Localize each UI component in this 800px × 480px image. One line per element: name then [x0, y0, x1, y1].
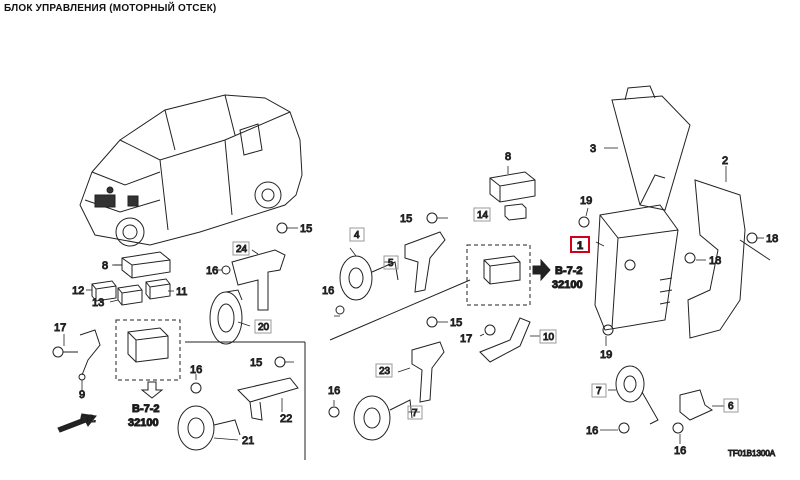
bolt-15-lower: [274, 356, 286, 368]
ref-part-left[interactable]: 32100: [128, 417, 160, 430]
divider-center: [329, 279, 471, 341]
callout-5[interactable]: 5: [388, 258, 395, 270]
callout-24[interactable]: 24: [236, 244, 249, 256]
bolt-19-upper: [578, 216, 590, 228]
boxed-callouts: [232, 207, 739, 420]
horn-7-upper: [339, 255, 399, 301]
callout-14[interactable]: 14: [477, 210, 490, 222]
bracket-5: [404, 231, 446, 293]
nut-16-center: [335, 305, 345, 315]
callout-15-center[interactable]: 15: [400, 213, 413, 226]
callout-16-left[interactable]: 16: [206, 265, 219, 278]
nut-16-lower: [190, 382, 202, 394]
callout-16-center-lower[interactable]: 16: [328, 385, 341, 398]
selected-callout-box[interactable]: [570, 236, 590, 253]
callout-18-right[interactable]: 18: [766, 233, 779, 246]
callout-21[interactable]: 21: [242, 435, 255, 448]
callout-2[interactable]: 2: [722, 155, 729, 168]
bolt-18-left: [684, 252, 696, 264]
arrow-right-center: [532, 258, 551, 282]
callout-17-left[interactable]: 17: [54, 322, 67, 335]
arrow-down-left: [140, 381, 164, 399]
callout-10[interactable]: 10: [543, 332, 556, 344]
callout-8-left[interactable]: 8: [102, 260, 109, 273]
ref-box-left: [115, 319, 181, 381]
callout-11[interactable]: 11: [176, 286, 188, 299]
bolt-15-center: [426, 212, 438, 224]
front-label: FR.: [80, 414, 96, 425]
ref-part-center[interactable]: 32100: [552, 279, 584, 292]
callout-16-lower[interactable]: 16: [190, 364, 203, 377]
leader-lines: [63, 147, 764, 444]
bracket-9: [52, 329, 101, 381]
module-8-top: [489, 171, 536, 203]
horn-21: [177, 405, 241, 451]
callout-22[interactable]: 22: [280, 413, 293, 426]
relay-11: [145, 278, 171, 300]
callout-19-upper[interactable]: 19: [580, 195, 593, 208]
bracket-10: [479, 317, 531, 363]
callout-9[interactable]: 9: [79, 389, 86, 402]
horn-20: [209, 289, 243, 345]
ref-group-center[interactable]: B-7-2: [555, 265, 584, 278]
horn-bracket-24: [231, 249, 286, 311]
horn-7-right: [615, 365, 659, 425]
callout-6[interactable]: 6: [728, 401, 735, 413]
car-illustration: [79, 94, 303, 247]
callout-20[interactable]: 20: [258, 322, 271, 334]
nut-16-right-b: [672, 422, 684, 434]
callout-12[interactable]: 12: [72, 285, 85, 298]
callout-19-lower[interactable]: 19: [600, 349, 613, 362]
callout-7-center[interactable]: 7: [412, 408, 419, 420]
callout-7-right[interactable]: 7: [596, 386, 603, 398]
callout-18-left[interactable]: 18: [709, 255, 722, 268]
bolt-15-center-lower: [426, 316, 438, 328]
bolt-15-left: [276, 222, 288, 234]
bracket-23: [411, 341, 445, 403]
relay-13: [117, 284, 143, 306]
callout-16-right-b[interactable]: 16: [674, 445, 687, 458]
callout-13[interactable]: 13: [92, 297, 105, 310]
diagram-code: TF01B1300A: [728, 449, 776, 458]
callout-15-lower[interactable]: 15: [250, 357, 263, 370]
callout-16-center[interactable]: 16: [322, 285, 335, 298]
callout-3[interactable]: 3: [590, 143, 597, 156]
bracket-6: [679, 389, 713, 421]
unit-in-box-center: [483, 255, 521, 285]
relay-14: [504, 203, 527, 221]
callout-17-center[interactable]: 17: [460, 333, 473, 346]
ecu-1: [594, 204, 679, 331]
bracket-22: [237, 377, 299, 421]
callout-15-left[interactable]: 15: [300, 223, 313, 236]
callout-23[interactable]: 23: [379, 366, 392, 378]
bracket-2: [687, 179, 771, 339]
callout-4[interactable]: 4: [354, 230, 361, 242]
relay-12: [91, 280, 117, 302]
callout-1[interactable]: 1: [577, 240, 584, 253]
nut-16-center-lower: [328, 406, 340, 418]
callout-16-right-a[interactable]: 16: [586, 425, 599, 438]
diagram-title: БЛОК УПРАВЛЕНИЯ (МОТОРНЫЙ ОТСЕК): [4, 3, 217, 14]
ecu-cover-3: [611, 85, 691, 211]
horn-7-lower: [353, 395, 413, 441]
ref-box-center: [466, 244, 531, 306]
callout-15-center-lower[interactable]: 15: [450, 317, 463, 330]
module-8-left: [114, 251, 171, 279]
bolt-19-lower: [602, 324, 614, 336]
front-arrow: [57, 413, 97, 433]
bolt-18-right: [746, 232, 758, 244]
callout-8-top[interactable]: 8: [505, 151, 512, 164]
nut-16-left: [221, 265, 231, 275]
unit-in-box-left: [127, 327, 169, 363]
nut-16-right-a: [618, 422, 630, 434]
ref-group-left[interactable]: B-7-2: [132, 403, 161, 416]
bolt-17-center: [484, 324, 496, 336]
